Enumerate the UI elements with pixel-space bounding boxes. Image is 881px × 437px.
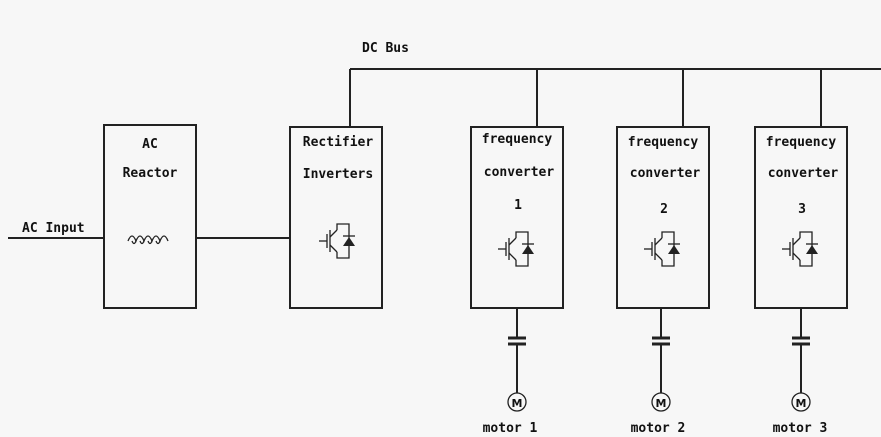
dc-bus	[349, 68, 881, 127]
motor-1-label: motor 1	[483, 421, 538, 436]
converter-1-box	[470, 126, 564, 309]
motor-3-label: motor 3	[773, 421, 828, 436]
motor-3-symbol: M	[796, 397, 807, 410]
motor-2-label: motor 2	[631, 421, 686, 436]
ac-reactor-label-line2: Reactor	[123, 166, 178, 181]
converter-3-label-line2: converter	[768, 166, 839, 181]
converter-1-label-line2: converter	[484, 165, 555, 180]
converter-2-box	[616, 126, 710, 309]
converter-2-label-line2: converter	[630, 166, 701, 181]
converter-3-number: 3	[798, 202, 806, 217]
inductor-coil-icon	[127, 235, 169, 245]
motor-1-symbol: M	[512, 397, 523, 410]
rectifier-inverter-box	[289, 126, 383, 309]
converter-3-box	[754, 126, 848, 309]
capacitor-icon	[650, 336, 672, 346]
motor-icon	[791, 392, 811, 412]
capacitor-icon	[506, 336, 528, 346]
converter-3-label-line1: frequency	[766, 135, 837, 150]
motor-2-branch: M	[650, 308, 672, 412]
converter-1-label-line1: frequency	[482, 132, 553, 147]
motor-icon	[651, 392, 671, 412]
rectifier-label-line1: Rectifier	[303, 135, 374, 150]
motor-1-branch: M	[506, 308, 528, 412]
ac-reactor-label-line1: AC	[142, 137, 158, 152]
capacitor-icon	[790, 336, 812, 346]
converter-2-number: 2	[660, 202, 668, 217]
motor-icon	[507, 392, 527, 412]
converter-2-label-line1: frequency	[628, 135, 699, 150]
ac-reactor-box	[103, 124, 197, 309]
dc-bus-label: DC Bus	[362, 41, 409, 56]
rectifier-label-line2: Inverters	[303, 167, 373, 182]
motor-2-symbol: M	[656, 397, 667, 410]
ac-input-label: AC Input	[22, 221, 85, 236]
converter-1-number: 1	[514, 198, 522, 213]
motor-3-branch: M	[790, 308, 812, 412]
